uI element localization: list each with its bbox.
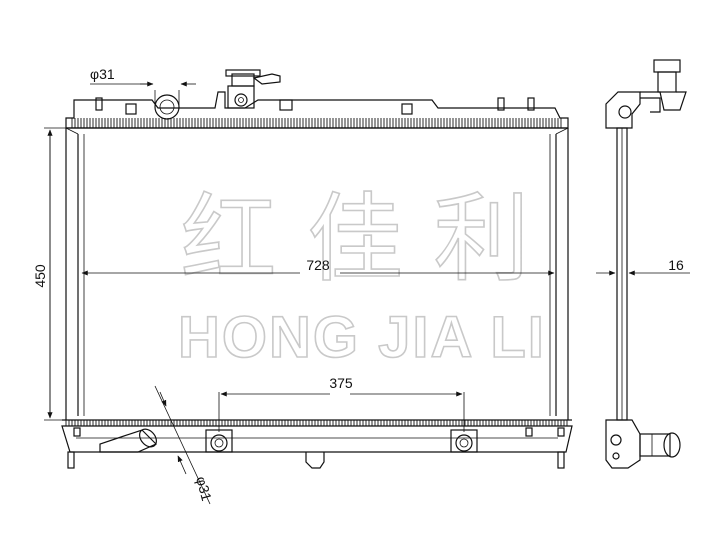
dim-core-thickness: 16 xyxy=(596,257,690,276)
side-top-tank xyxy=(605,91,641,129)
side-filler-cap xyxy=(640,59,687,113)
dim-height: 450 xyxy=(32,127,70,421)
watermark: 红 佳 利 HONG JIA LI xyxy=(177,182,546,371)
mount-left xyxy=(205,429,233,453)
filler-cap xyxy=(225,69,281,109)
bottom-tank-fins xyxy=(65,420,568,426)
dim-outlet-diameter: φ31 xyxy=(154,385,215,505)
dim-core-thickness-label: 16 xyxy=(668,257,684,273)
dim-inlet-diameter: φ31 xyxy=(90,66,196,107)
top-tank xyxy=(65,69,569,129)
dim-width: 728 xyxy=(81,257,555,276)
top-tank-fins xyxy=(71,118,562,128)
dim-width-label: 728 xyxy=(306,257,330,273)
dim-height-label: 450 xyxy=(32,264,48,288)
watermark-chinese: 红 佳 利 xyxy=(180,183,529,295)
dim-mount-spacing: 375 xyxy=(218,375,465,432)
outlet-pipe xyxy=(99,428,158,453)
side-view: 16 xyxy=(596,59,690,469)
bottom-tank xyxy=(61,419,573,469)
drain-plug xyxy=(305,452,325,469)
mount-right xyxy=(450,429,478,453)
side-bottom-tank xyxy=(605,419,641,469)
dim-inlet-label: φ31 xyxy=(90,66,115,82)
foot-left xyxy=(67,451,75,469)
foot-right xyxy=(557,451,565,469)
dim-outlet-label: φ31 xyxy=(193,475,215,503)
front-view: φ31 φ31 450 728 xyxy=(32,66,573,505)
dim-mount-spacing-label: 375 xyxy=(329,375,353,391)
watermark-latin: HONG JIA LI xyxy=(178,305,546,370)
side-outlet-pipe xyxy=(639,432,681,458)
inlet-pipe xyxy=(154,94,180,120)
